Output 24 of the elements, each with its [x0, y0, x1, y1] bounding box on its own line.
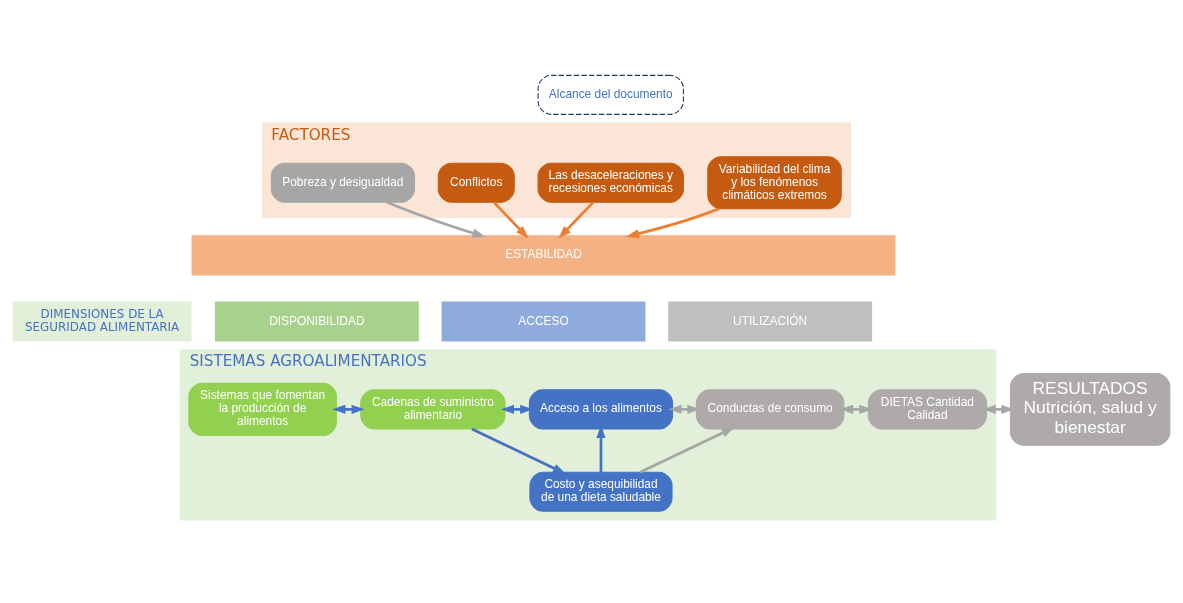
- node-box: Conductas de consumo: [695, 388, 845, 429]
- arrow: [386, 200, 486, 237]
- node-box: Pobreza y desigualdad: [270, 162, 415, 203]
- arrow: [332, 404, 365, 414]
- arrow: [558, 200, 595, 239]
- node-box: Las desaceleraciones y recesiones económicas: [537, 162, 684, 203]
- node-box: RESULTADOS Nutrición, salud y bienestar: [1009, 372, 1171, 446]
- arrow: [639, 426, 735, 473]
- node-box: ESTABILIDAD: [191, 234, 896, 275]
- arrow: [626, 207, 720, 238]
- node-box: Sistemas que fomentan la producción de alimentos: [188, 382, 337, 436]
- node-box: Costo y asequibilidad de una dieta saludable: [529, 471, 673, 512]
- node-box: DIETAS Cantidad Calidad: [867, 388, 988, 429]
- node-box: DIMENSIONES DE LA SEGURIDAD ALIMENTARIA: [12, 300, 192, 342]
- arrow: [471, 427, 566, 474]
- arrow: [492, 200, 529, 239]
- node-box: DISPONIBILIDAD: [214, 300, 419, 342]
- node-box: Alcance del documento: [537, 74, 684, 115]
- node-box: Acceso a los alimentos: [528, 388, 674, 429]
- node-box: Cadenas de suministro alimentario: [360, 388, 506, 429]
- node-box: ACCESO: [441, 300, 646, 342]
- node-box: Variabilidad del clima y los fenómenos climáticos extremos: [707, 155, 842, 209]
- node-box: Conflictos: [437, 162, 515, 203]
- node-box: UTILIZACIÓN: [668, 300, 873, 342]
